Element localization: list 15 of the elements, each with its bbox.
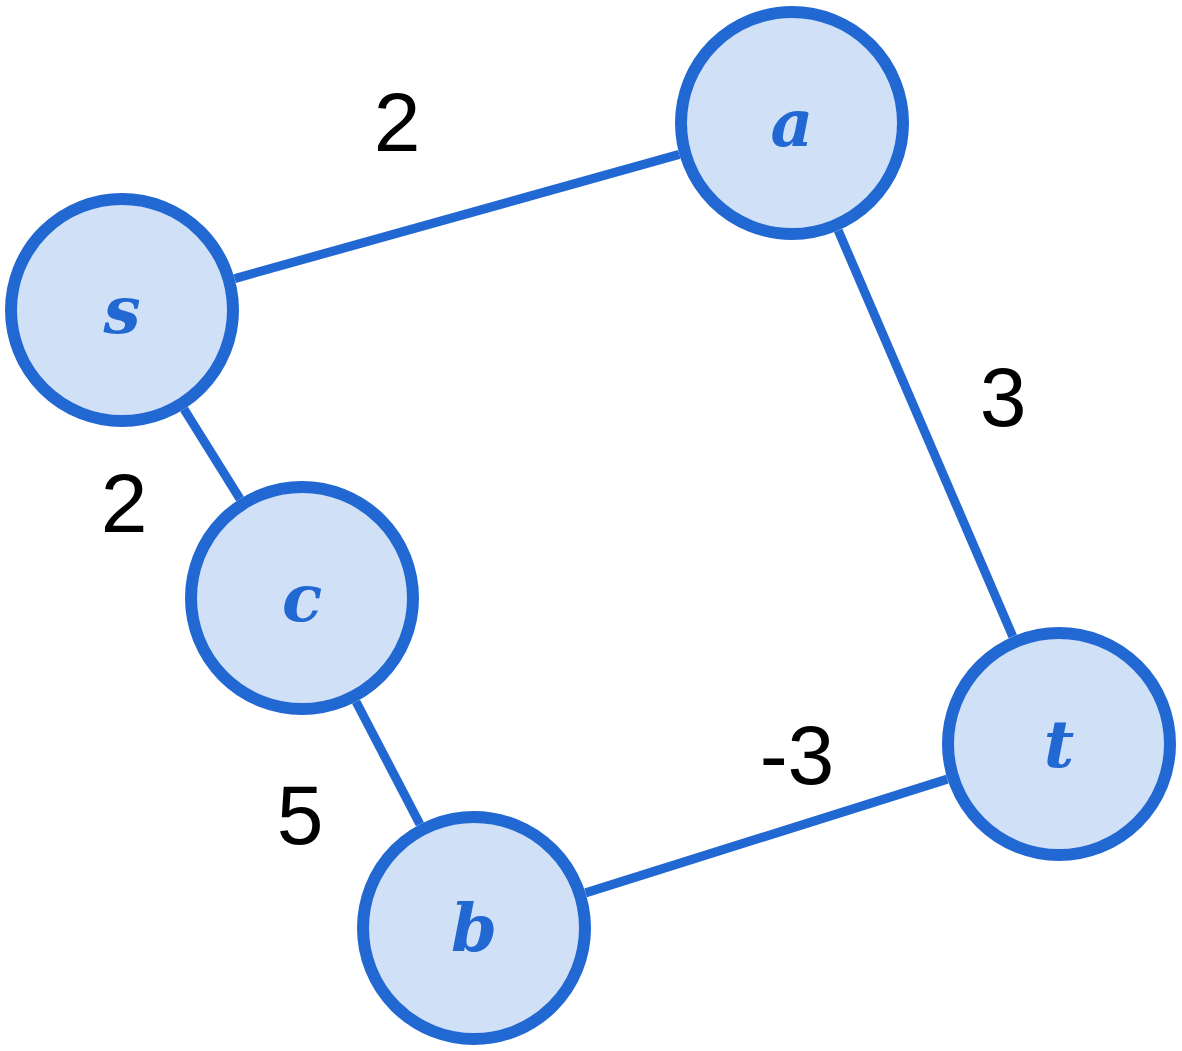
edge-line [180, 406, 244, 502]
node-label: b [450, 895, 498, 961]
node-label: a [770, 90, 814, 156]
edge-line [834, 228, 1017, 639]
edge-weight-label: -3 [759, 713, 835, 797]
edge-line [584, 774, 949, 898]
edge-weight-label: 3 [979, 355, 1027, 439]
node-label: c [281, 565, 323, 631]
edge-weight-label: 2 [373, 80, 421, 164]
edge-line [352, 699, 424, 827]
edge-weight-label: 2 [100, 461, 148, 545]
node-label: s [103, 277, 141, 343]
edge-weight-label: 5 [276, 773, 324, 857]
edge-line [233, 150, 681, 283]
node-label: t [1043, 711, 1075, 777]
